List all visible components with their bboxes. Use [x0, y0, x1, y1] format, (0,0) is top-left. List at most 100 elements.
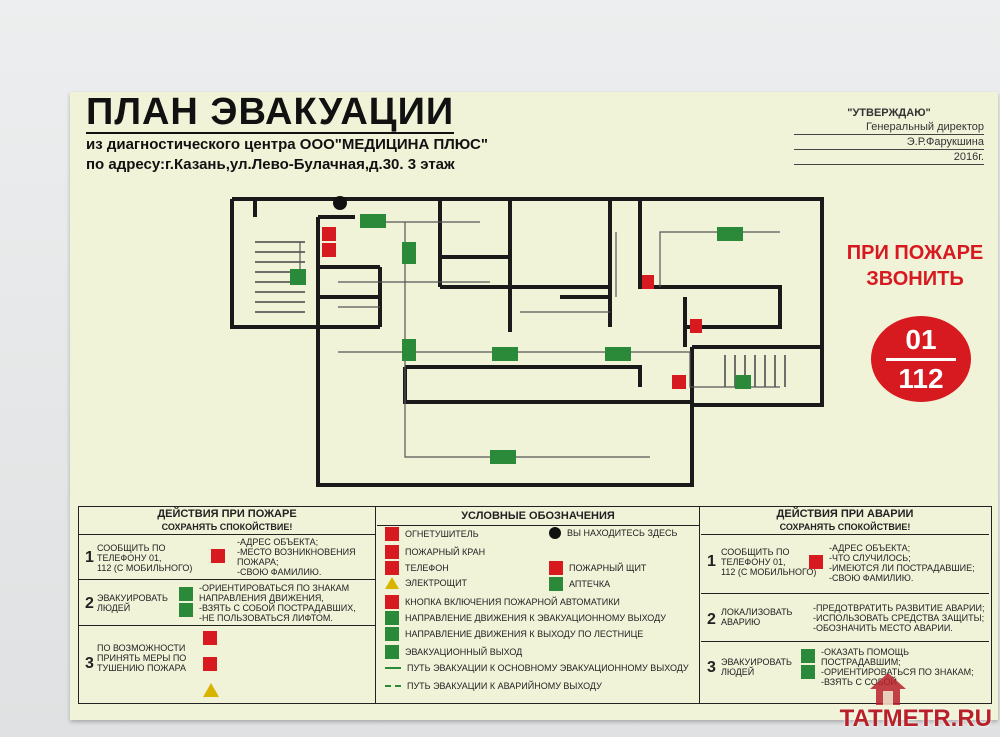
first-aid-icon: [549, 577, 563, 591]
fire-step-2-r4: -НЕ ПОЛЬЗОВАТЬСЯ ЛИФТОМ.: [199, 613, 333, 623]
legend-hydrant: ПОЖАРНЫЙ КРАН: [385, 545, 485, 559]
fire-step-2-text: ЭВАКУИРОВАТЬ ЛЮДЕЙ: [97, 593, 168, 613]
fire-step-2-details: -ОРИЕНТИРОВАТЬСЯ ПО ЗНАКАМ НАПРАВЛЕНИЯ Д…: [199, 583, 356, 623]
fire-step-2-r3: -ВЗЯТЬ С СОБОЙ ПОСТРАДАВШИХ,: [199, 603, 356, 613]
fire-step-1-details: -АДРЕС ОБЪЕКТА; -МЕСТО ВОЗНИКНОВЕНИЯ ПОЖ…: [237, 537, 356, 577]
accident-step-3-number: 3: [707, 659, 716, 676]
floor-plan: [230, 196, 824, 487]
plan-subtitle-address: по адресу:г.Казань,ул.Лево-Булачная,д.30…: [86, 156, 455, 173]
accident-step-3-details: -ОКАЗАТЬ ПОМОЩЬ ПОСТРАДАВШИМ; -ОРИЕНТИРО…: [821, 647, 989, 687]
fire-step-3-c: ТУШЕНИЮ ПОЖАРА: [97, 663, 187, 673]
accident-step-3-b: ЛЮДЕЙ: [721, 667, 755, 677]
fire-step-3-number: 3: [85, 655, 94, 672]
fire-step-3-a: ПО ВОЗМОЖНОСТИ: [97, 643, 186, 653]
accident-actions-title: ДЕЙСТВИЯ ПРИ АВАРИИ: [776, 508, 914, 520]
you-are-here-icon: [549, 527, 561, 539]
legend-header: УСЛОВНЫЕ ОБОЗНАЧЕНИЯ: [377, 507, 699, 526]
accident-step-2-r2: -ИСПОЛЬЗОВАТЬ СРЕДСТВА ЗАЩИТЫ;: [813, 613, 985, 623]
legend-exit-label: ЭВАКУАЦИОННЫЙ ВЫХОД: [405, 647, 523, 657]
exit-icon: [385, 645, 399, 659]
accident-step-1-details: -АДРЕС ОБЪЕКТА; -ЧТО СЛУЧИЛОСЬ; -ИМЕЮТСЯ…: [829, 543, 975, 583]
emergency-number-01: 01: [905, 323, 937, 355]
fire-board-icon: [549, 561, 563, 575]
hydrant-icon: [385, 545, 399, 559]
accident-step-1-a: СООБЩИТЬ ПО: [721, 547, 790, 557]
direction-arrow-icon: [801, 665, 815, 679]
legend-exit: ЭВАКУАЦИОННЫЙ ВЫХОД: [385, 645, 522, 659]
fire-step-1-r2: -МЕСТО ВОЗНИКНОВЕНИЯ: [237, 547, 356, 557]
legend-hydrant-label: ПОЖАРНЫЙ КРАН: [405, 547, 486, 557]
fire-divider-1: [79, 579, 375, 580]
fire-step-2-a: ЭВАКУИРОВАТЬ: [97, 593, 168, 603]
fire-step-1-r1: -АДРЕС ОБЪЕКТА;: [237, 537, 319, 547]
you-are-here-marker: [333, 196, 347, 210]
fire-step-1-c: 112 (С МОБИЛЬНОГО): [97, 563, 193, 573]
exit-sign-icon: [801, 649, 815, 663]
legend-main-path: ПУТЬ ЭВАКУАЦИИ К ОСНОВНОМУ ЭВАКУАЦИОННОМ…: [385, 663, 689, 673]
accident-step-3-r2: -ОРИЕНТИРОВАТЬСЯ ПО ЗНАКАМ;: [821, 667, 974, 677]
legend-column: УСЛОВНЫЕ ОБОЗНАЧЕНИЯ ОГНЕТУШИТЕЛЬ ВЫ НАХ…: [377, 507, 700, 703]
legend-exit-direction-label: НАПРАВЛЕНИЕ ДВИЖЕНИЯ К ЭВАКУАЦИОННОМУ ВЫ…: [405, 613, 667, 623]
legend-you-are-here: ВЫ НАХОДИТЕСЬ ЗДЕСЬ: [549, 527, 677, 539]
accident-step-2-number: 2: [707, 611, 716, 628]
accident-step-2-r1: -ПРЕДОТВРАТИТЬ РАЗВИТИЕ АВАРИИ;: [813, 603, 985, 613]
legend-alarm: КНОПКА ВКЛЮЧЕНИЯ ПОЖАРНОЙ АВТОМАТИКИ: [385, 595, 620, 609]
legend-phone: ТЕЛЕФОН: [385, 561, 449, 575]
accident-divider-1: [701, 593, 989, 594]
stairs-direction-icon: [385, 627, 399, 641]
accident-step-2-text: ЛОКАЛИЗОВАТЬ АВАРИЮ: [721, 607, 792, 627]
fire-step-2-b: ЛЮДЕЙ: [97, 603, 131, 613]
accident-step-1-c: 112 (С МОБИЛЬНОГО): [721, 567, 817, 577]
accident-step-3-r3: -ВЗЯТЬ С СОБОЙ: [821, 677, 898, 687]
fire-call-notice: ПРИ ПОЖАРЕ ЗВОНИТЬ: [840, 240, 990, 292]
fire-actions-header: ДЕЙСТВИЯ ПРИ ПОЖАРЕ СОХРАНЯТЬ СПОКОЙСТВИ…: [79, 507, 375, 535]
legend-first-aid: АПТЕЧКА: [549, 577, 610, 591]
emergency-path-line-icon: [385, 685, 401, 687]
direction-arrow-icon: [179, 603, 193, 617]
emergency-number-112: 112: [898, 362, 944, 394]
accident-actions-calm: СОХРАНЯТЬ СПОКОЙСТВИЕ!: [779, 522, 911, 532]
fire-actions-column: ДЕЙСТВИЯ ПРИ ПОЖАРЕ СОХРАНЯТЬ СПОКОЙСТВИ…: [79, 507, 376, 703]
fire-step-3-text: ПО ВОЗМОЖНОСТИ ПРИНЯТЬ МЕРЫ ПО ТУШЕНИЮ П…: [97, 643, 186, 673]
accident-step-1-r3: -ИМЕЮТСЯ ЛИ ПОСТРАДАВШИЕ;: [829, 563, 975, 573]
phone-icon: [211, 549, 225, 563]
alarm-button-icon: [203, 631, 217, 645]
legend-main-path-label: ПУТЬ ЭВАКУАЦИИ К ОСНОВНОМУ ЭВАКУАЦИОННОМ…: [407, 663, 689, 673]
legend-you-are-here-label: ВЫ НАХОДИТЕСЬ ЗДЕСЬ: [567, 528, 678, 538]
accident-step-1-r1: -АДРЕС ОБЪЕКТА;: [829, 543, 911, 553]
warning-icon: [203, 683, 219, 697]
legend-panel-label: ЭЛЕКТРОЩИТ: [405, 578, 468, 588]
fire-step-1-text: СООБЩИТЬ ПО ТЕЛЕФОНУ 01, 112 (С МОБИЛЬНО…: [97, 543, 192, 573]
accident-step-2-r3: -ОБОЗНАЧИТЬ МЕСТО АВАРИИ.: [813, 623, 953, 633]
fire-step-1-b: ТЕЛЕФОНУ 01,: [97, 553, 162, 563]
approval-year: 2016г.: [794, 150, 984, 165]
main-path-line-icon: [385, 667, 401, 669]
fire-step-1-number: 1: [85, 549, 94, 566]
fire-step-2-r1: -ОРИЕНТИРОВАТЬСЯ ПО ЗНАКАМ: [199, 583, 350, 593]
fire-step-1-a: СООБЩИТЬ ПО: [97, 543, 166, 553]
legend-phone-label: ТЕЛЕФОН: [405, 563, 449, 573]
accident-step-1-number: 1: [707, 553, 716, 570]
accident-divider-2: [701, 641, 989, 642]
approval-header: "УТВЕРЖДАЮ": [847, 107, 931, 119]
accident-actions-header: ДЕЙСТВИЯ ПРИ АВАРИИ СОХРАНЯТЬ СПОКОЙСТВИ…: [701, 507, 989, 535]
approval-name: Э.Р.Фарукшина: [794, 135, 984, 150]
legend-emergency-path: ПУТЬ ЭВАКУАЦИИ К АВАРИЙНОМУ ВЫХОДУ: [385, 681, 602, 691]
accident-step-1-r4: -СВОЮ ФАМИЛИЮ.: [829, 573, 914, 583]
phone-icon: [809, 555, 823, 569]
fire-divider-2: [79, 625, 375, 626]
alarm-button-icon: [385, 595, 399, 609]
accident-step-3-text: ЭВАКУИРОВАТЬ ЛЮДЕЙ: [721, 657, 792, 677]
emergency-numbers-circle: 01 112: [871, 316, 971, 402]
legend-alarm-label: КНОПКА ВКЛЮЧЕНИЯ ПОЖАРНОЙ АВТОМАТИКИ: [405, 597, 620, 607]
accident-step-2-b: АВАРИЮ: [721, 617, 761, 627]
legend-emergency-path-label: ПУТЬ ЭВАКУАЦИИ К АВАРИЙНОМУ ВЫХОДУ: [407, 681, 602, 691]
accident-step-1-r2: -ЧТО СЛУЧИЛОСЬ;: [829, 553, 911, 563]
legend-fire-board: ПОЖАРНЫЙ ЩИТ: [549, 561, 646, 575]
accident-step-1-b: ТЕЛЕФОНУ 01,: [721, 557, 786, 567]
circle-divider: [886, 357, 956, 361]
accident-step-3-a: ЭВАКУИРОВАТЬ: [721, 657, 792, 667]
accident-step-2-details: -ПРЕДОТВРАТИТЬ РАЗВИТИЕ АВАРИИ; -ИСПОЛЬЗ…: [813, 603, 984, 633]
legend-extinguisher: ОГНЕТУШИТЕЛЬ: [385, 527, 479, 541]
extinguisher-icon: [203, 657, 217, 671]
